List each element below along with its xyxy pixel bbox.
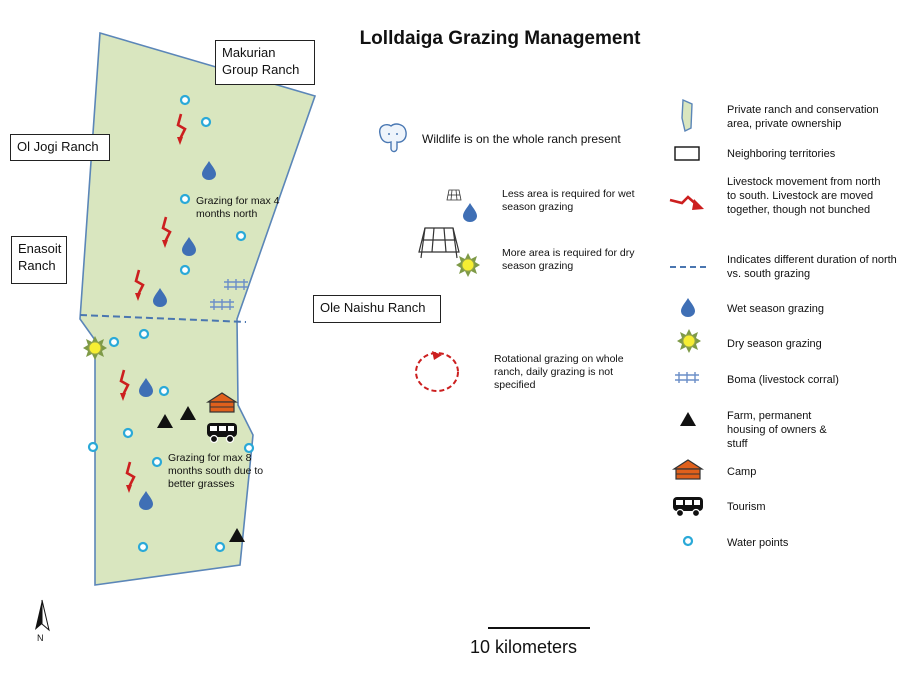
camp-icon bbox=[673, 459, 703, 480]
ranch-area-icon bbox=[681, 98, 693, 133]
tourism-van-icon bbox=[672, 496, 704, 518]
livestock-arrow-icon bbox=[669, 195, 704, 210]
wet-drop-icon bbox=[681, 298, 695, 317]
legend-label-tourism: Tourism bbox=[727, 501, 766, 513]
legend-label-camp: Camp bbox=[727, 466, 757, 478]
info-rotational: Rotational grazing on whole ranch, daily… bbox=[494, 353, 624, 391]
neighbor-ol-jogi: Ol Jogi Ranch bbox=[10, 134, 110, 161]
elephant-icon bbox=[379, 123, 407, 153]
legend-label-water: Water points bbox=[727, 537, 789, 549]
info-wildlife: Wildlife is on the whole ranch present bbox=[422, 132, 621, 146]
dry-sun-icon bbox=[676, 328, 702, 354]
north-arrow-icon bbox=[35, 599, 50, 632]
scale-label: 10 kilometers bbox=[470, 637, 578, 657]
ranch-boundary bbox=[79, 31, 317, 586]
note-south-grazing: Grazing for max 8 months south due to be… bbox=[168, 452, 264, 490]
boma-icon bbox=[674, 371, 700, 384]
info-more-area: More area is required for dry season gra… bbox=[502, 247, 635, 272]
neighbor-makurian: Makurian Group Ranch bbox=[215, 40, 315, 85]
boma-icon bbox=[223, 278, 249, 291]
legend-label-livestock: Livestock movement from north to south. … bbox=[727, 176, 881, 216]
boma-icon bbox=[209, 298, 235, 311]
rotational-grazing-icon bbox=[415, 351, 459, 392]
legend-label-neighbors: Neighboring territories bbox=[727, 148, 836, 160]
legend-label-dry: Dry season grazing bbox=[727, 338, 822, 350]
north-label: N bbox=[37, 633, 44, 643]
small-grid-icon bbox=[446, 189, 462, 201]
info-less-area: Less area is required for wet season gra… bbox=[502, 188, 635, 213]
note-north-grazing: Grazing for max 4 months north bbox=[196, 195, 280, 220]
large-grid-icon bbox=[418, 227, 460, 259]
legend-label-boma: Boma (livestock corral) bbox=[727, 374, 839, 386]
legend-label-ranch: Private ranch and conservation area, pri… bbox=[727, 104, 879, 130]
map-title: Lolldaiga Grazing Management bbox=[359, 28, 641, 49]
farm-triangle-icon bbox=[680, 412, 696, 426]
neighbor-enasoit: Enasoit Ranch bbox=[11, 236, 67, 284]
dry-season-sun-icon bbox=[82, 335, 108, 361]
neighbor-box-icon bbox=[674, 146, 700, 161]
neighbor-ole-naishu: Ole Naishu Ranch bbox=[313, 295, 441, 323]
north-south-divider bbox=[79, 314, 247, 323]
legend-icons bbox=[669, 98, 706, 547]
legend-label-wet: Wet season grazing bbox=[727, 303, 825, 315]
legend-label-farm: Farm, permanent housing of owners & stuf… bbox=[727, 410, 827, 450]
dry-sun-icon bbox=[455, 252, 481, 278]
water-point-icon bbox=[682, 535, 694, 547]
wet-drop-icon bbox=[463, 203, 477, 222]
legend-label-dashed: Indicates different duration of north vs… bbox=[727, 254, 897, 280]
